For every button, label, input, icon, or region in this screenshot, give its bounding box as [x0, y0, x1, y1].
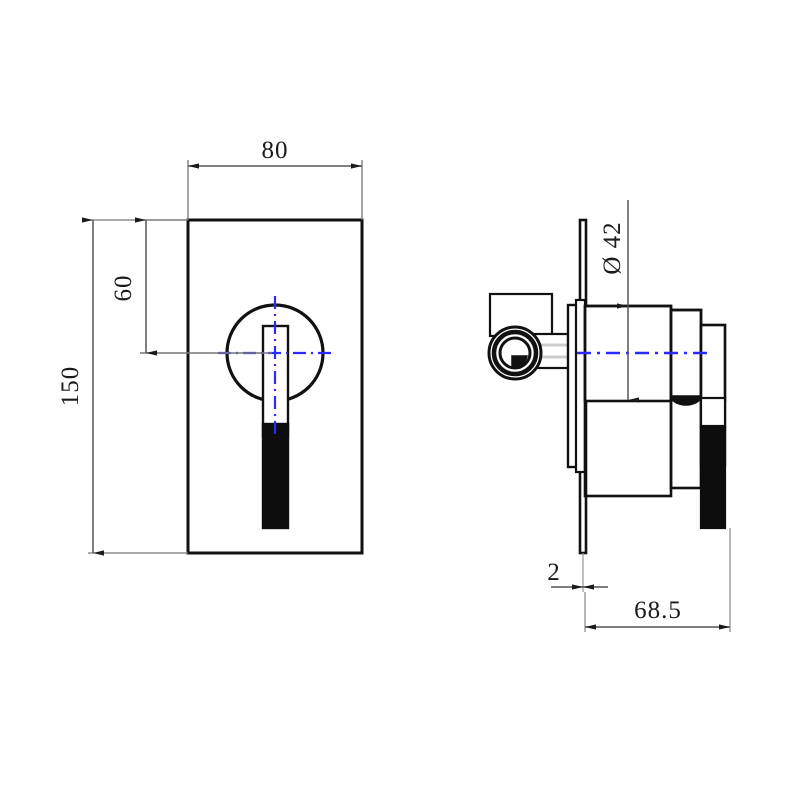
dim-60-label: 60	[110, 275, 137, 302]
front-elevation-view	[186, 218, 364, 555]
side-lever-black-section	[699, 424, 727, 530]
dim-150-label: 150	[57, 366, 84, 407]
dim-80-label: 80	[262, 137, 289, 164]
side-escutcheon-flange	[574, 298, 587, 474]
side-inlet-bore-detail	[511, 355, 528, 369]
side-lever-chrome-section	[699, 396, 727, 430]
front-view-dimension-group: 80 150 60	[57, 137, 363, 556]
dim-d42-label: Ø 42	[599, 221, 626, 274]
dim-685-label: 68.5	[634, 597, 682, 624]
side-handle-hub-cap	[699, 323, 727, 403]
dim-2-label: 2	[547, 559, 561, 586]
side-view-dimension-group: Ø 42 2 68.5	[547, 200, 731, 632]
front-lever-black-section	[261, 422, 290, 530]
